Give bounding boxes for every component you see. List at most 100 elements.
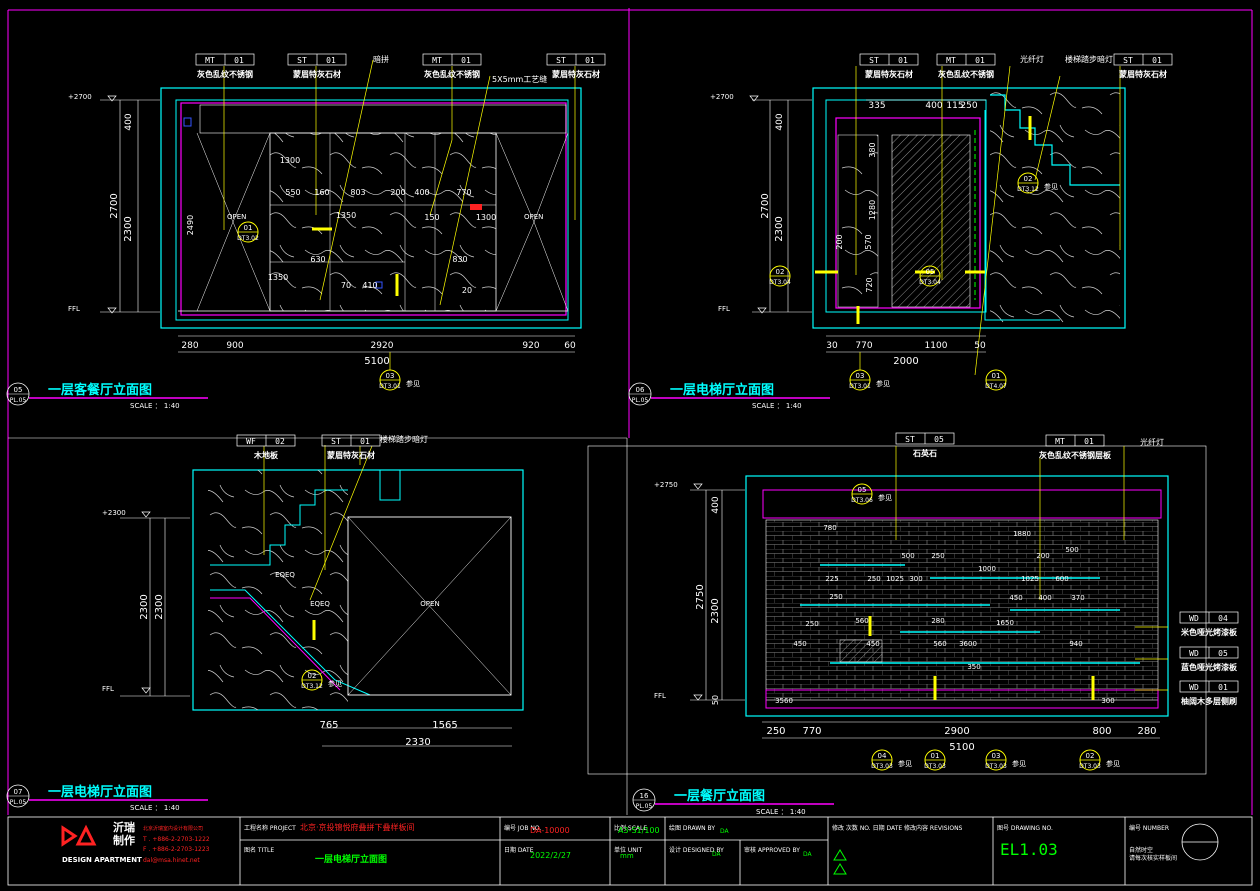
view-number: 06 (636, 386, 645, 394)
dimension-text: 300 (909, 575, 922, 583)
dimension-text: 500 (1065, 546, 1078, 554)
dimension-text: 250 (960, 101, 977, 111)
revision-triangle-icon (833, 849, 847, 861)
view-title: 一层客餐厅立面图 (48, 382, 152, 398)
callout-num: 02 (1024, 175, 1033, 183)
material-num: 01 (360, 437, 370, 446)
dimension-text: 250 (805, 620, 818, 628)
callout-ref: DT3.12 (301, 683, 323, 690)
material-num: 01 (585, 56, 595, 65)
dimension-text: 400 (711, 496, 721, 513)
tb-scale: A3-S1/100 (618, 826, 660, 835)
callout-ref: DT3.04 (769, 279, 791, 286)
dimension-text: 450 (793, 640, 806, 648)
material-desc: 蒙眉特灰石材 (293, 69, 341, 79)
dimension-text: 1000 (978, 565, 996, 573)
level-label: FFL (718, 305, 730, 313)
dimension-text: 280 (181, 341, 198, 351)
tb-project: 北京·京投锦悦府叠拼下叠样板间 (300, 822, 415, 832)
callout-note: 参见 (1012, 759, 1026, 768)
level-label: FFL (654, 692, 666, 700)
dimension-text: 400 (124, 113, 134, 130)
view-number: 07 (14, 788, 23, 796)
callout-ref: DT3.03 (924, 763, 946, 770)
dimension-text: 160 (314, 188, 329, 197)
dimension-text: 2300 (139, 594, 150, 619)
view-title: 一层电梯厅立面图 (48, 784, 152, 800)
view-sheet: PL.05 (632, 397, 649, 404)
tb-label: 设计 DESIGNED BY (669, 846, 724, 854)
tb-label: 工程名称 PROJECT (244, 824, 296, 832)
elevation-07 (120, 445, 524, 747)
callout-note: 参见 (1044, 182, 1058, 191)
dimension-text: 770 (855, 341, 872, 351)
dimension-text: 900 (226, 341, 243, 351)
material-code: ST (297, 56, 307, 65)
dimension-text: 200 (835, 234, 844, 249)
sheet-frame (7, 8, 1253, 815)
dimension-text: 550 (285, 188, 300, 197)
dimension-text: 280 (931, 617, 944, 625)
dimension-total: 2000 (893, 356, 918, 367)
level-marker-icon (749, 95, 759, 102)
material-code: ST (869, 56, 879, 65)
dimension-total: 5100 (949, 742, 974, 753)
dimension-text: 1880 (1013, 530, 1031, 538)
dimension-text: 560 (933, 640, 946, 648)
dimension-text: 2300 (154, 594, 165, 619)
dimension-text: 335 (868, 101, 885, 111)
dimension-text: 250 (829, 593, 842, 601)
note-text: 5X5mm工艺缝 (492, 74, 547, 84)
level-marker-icon (757, 307, 767, 314)
view-scale: SCALE ： 1:40 (752, 402, 802, 410)
level-marker-icon (693, 694, 703, 701)
callout-note: 参见 (878, 493, 892, 502)
note-text: 楼梯踏步暗灯 (380, 434, 428, 444)
callout-num: 03 (386, 372, 395, 380)
dimension-text: 150 (424, 213, 439, 222)
material-desc: 蒙眉特灰石材 (1119, 69, 1167, 79)
company-email: dal@msa.hinet.net (143, 857, 200, 864)
dimension-text: 225 (825, 575, 838, 583)
callout-num: 01 (244, 224, 253, 232)
dimension-text: 570 (864, 234, 873, 249)
callout-note: 参见 (1106, 759, 1120, 768)
note-text: OPEN (420, 600, 439, 608)
material-num: 01 (1152, 56, 1162, 65)
callout-ref: DT3.04 (919, 279, 941, 286)
dimension-total: 2330 (405, 737, 430, 748)
material-code: ST (331, 437, 341, 446)
dimension-text: 380 (868, 142, 877, 157)
callout-note: 参见 (876, 379, 890, 388)
note-text: 楼梯踏步暗灯 (1065, 54, 1113, 64)
note-text: 光纤灯 (1140, 437, 1164, 447)
tb-label: 日期 DATE (504, 846, 534, 854)
dimension-total: 5100 (364, 356, 389, 367)
callout-note: 参见 (406, 379, 420, 388)
tb-date: 2022/2/27 (530, 851, 571, 860)
dimension-text: 250 (766, 726, 785, 737)
dimension-text: 1650 (996, 619, 1014, 627)
elevation-06 (752, 65, 1126, 376)
view-scale: SCALE ： 1:40 (130, 402, 180, 410)
revision-triangle-icon-2 (833, 863, 847, 875)
dimension-text: 115 (946, 101, 963, 111)
material-code: MT (205, 56, 215, 65)
callout-num: 02 (308, 672, 317, 680)
dimension-text: 770 (802, 726, 821, 737)
material-num: 01 (326, 56, 336, 65)
tb-approved: DA (803, 851, 813, 858)
level-label: +2700 (710, 93, 734, 101)
tb-notes: 自然时空请每次核实样板间 (1129, 846, 1177, 862)
dimension-text: 2700 (0, 0, 12, 3)
dimension-text: 2920 (371, 341, 394, 351)
material-code: ST (1123, 56, 1133, 65)
dimension-text: 940 (1069, 640, 1082, 648)
material-code: WD (1189, 649, 1199, 658)
callout-ref: DT4.07 (985, 383, 1007, 390)
callout-num: 02 (1086, 752, 1095, 760)
material-desc: 石英石 (912, 448, 937, 458)
dimension-text: 1300 (476, 213, 496, 222)
callout-num: 01 (992, 372, 1001, 380)
material-desc: 灰色乱纹不锈钢 (424, 69, 480, 79)
